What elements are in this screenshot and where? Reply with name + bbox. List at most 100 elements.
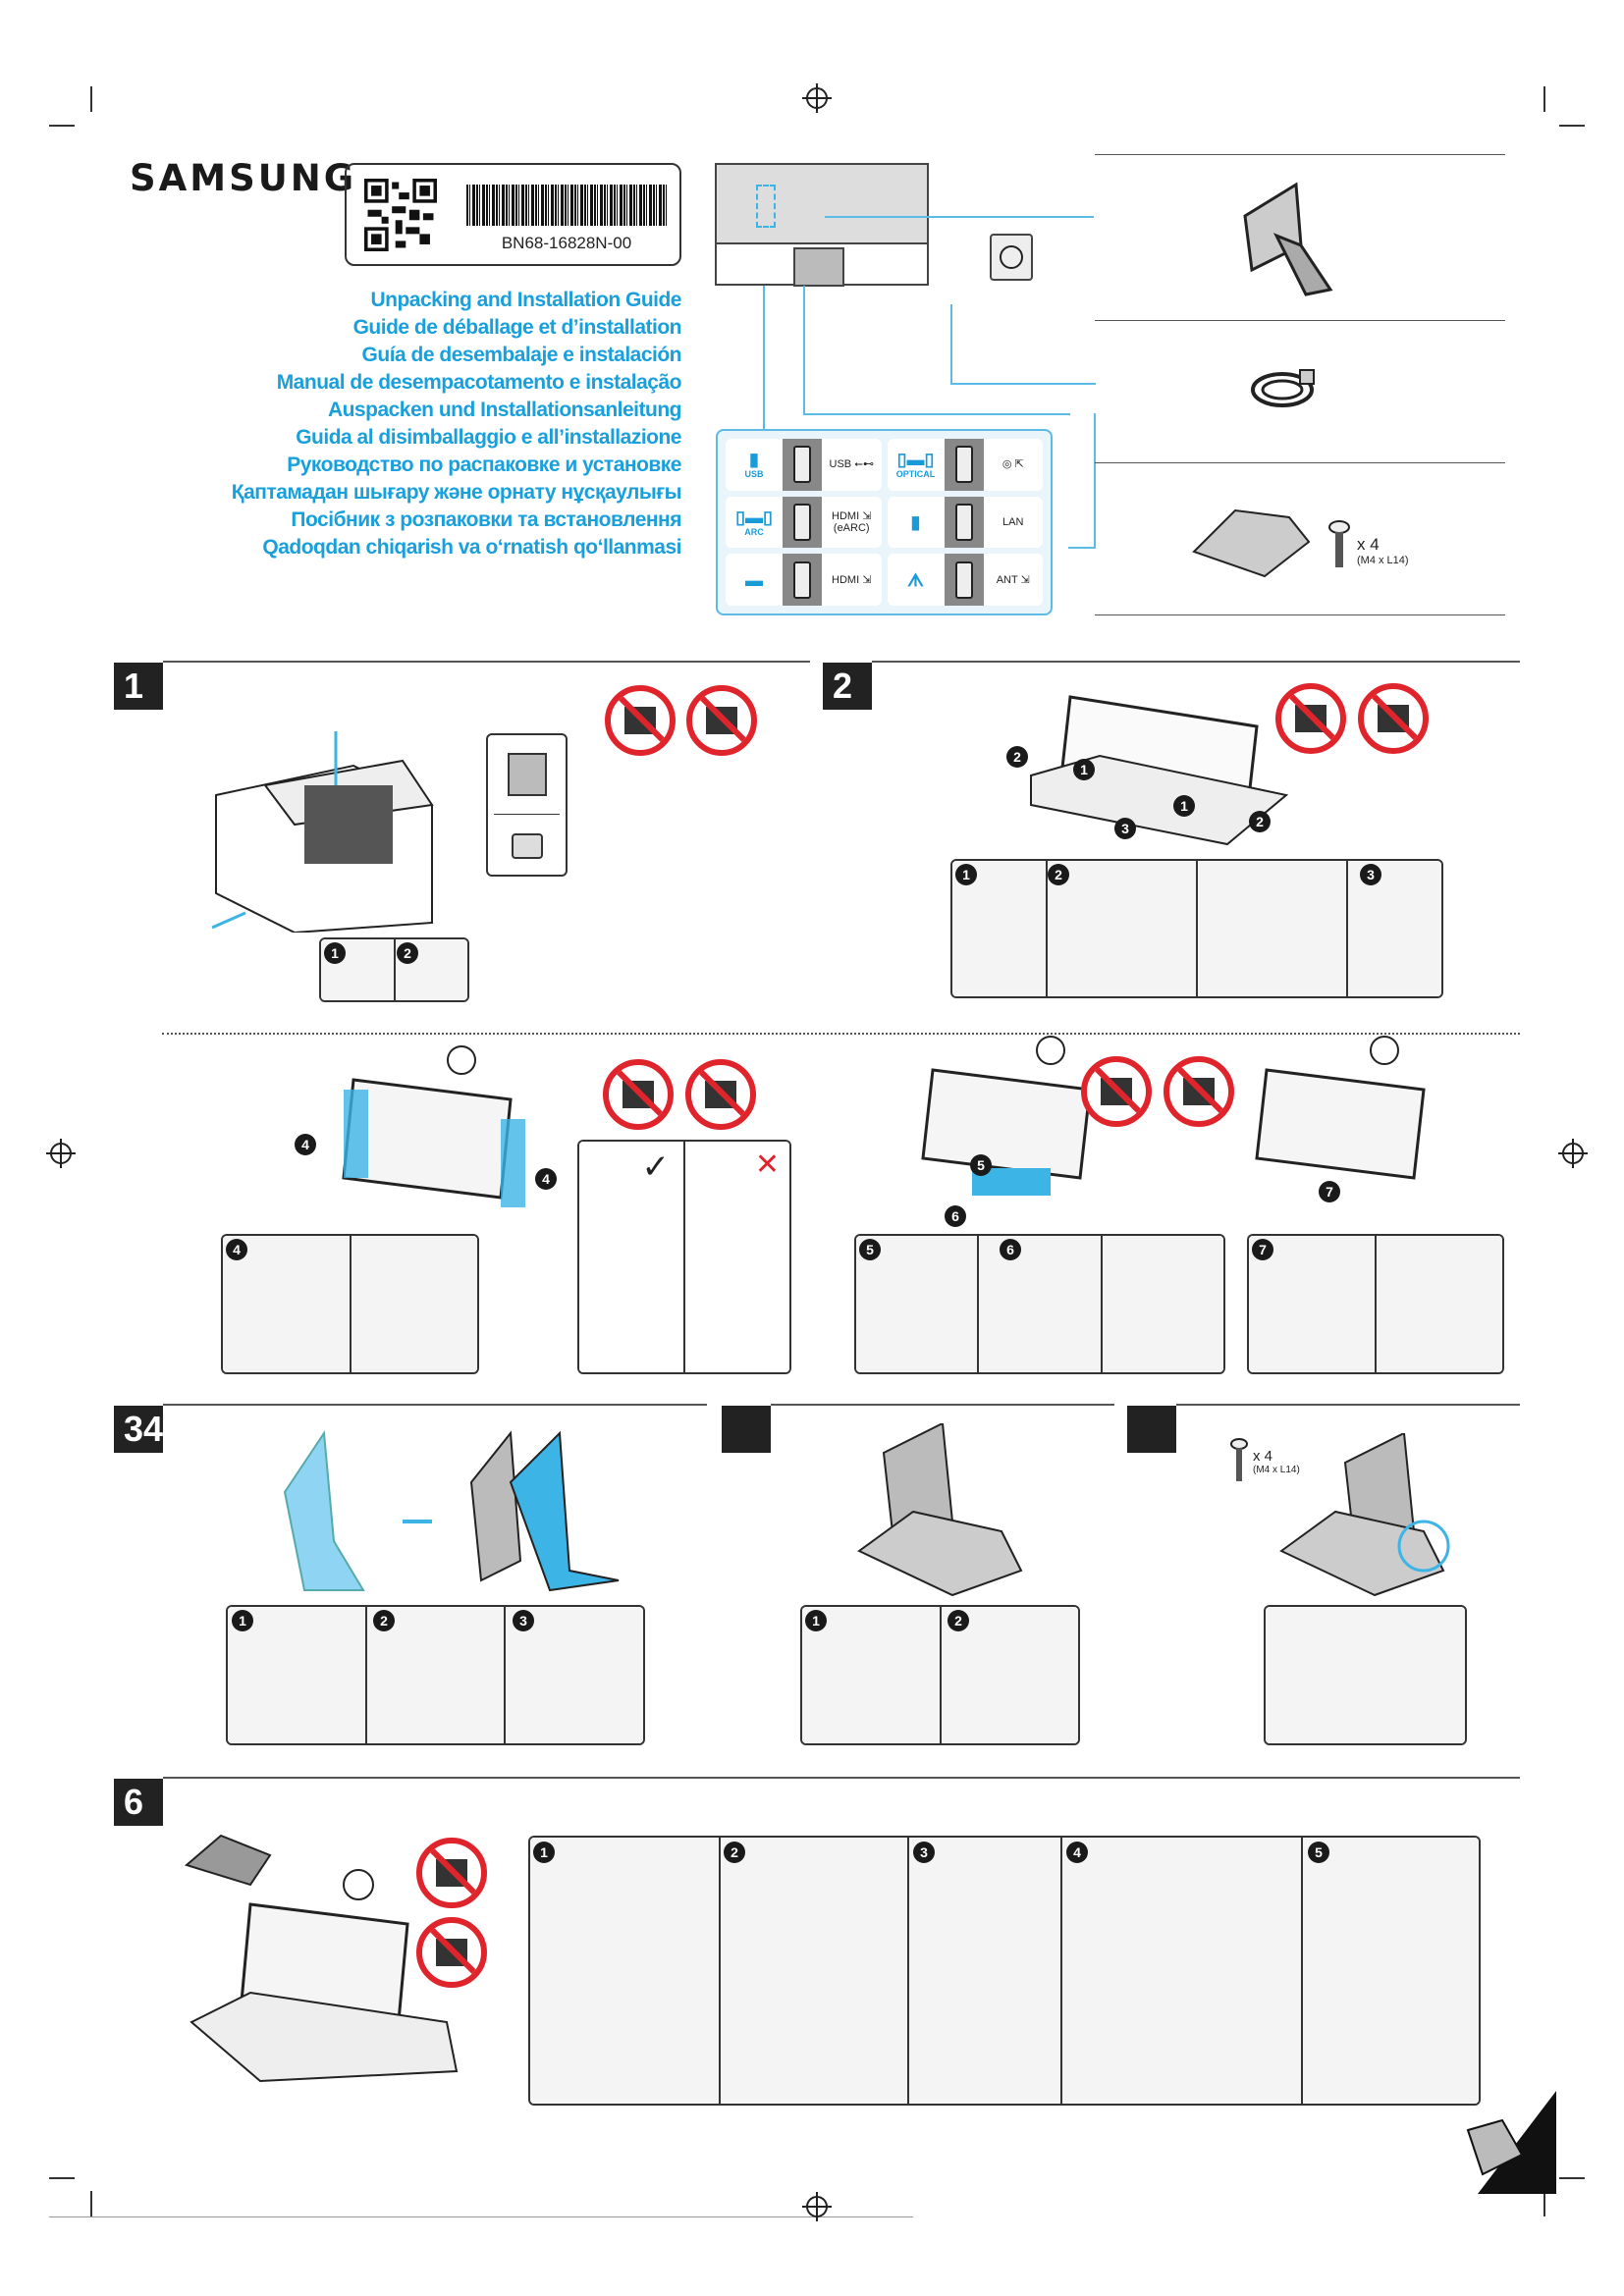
step-marker: 4 (295, 1134, 316, 1155)
connector-line (825, 216, 1094, 218)
port-icon-label: OPTICAL (895, 469, 936, 480)
divider (1095, 320, 1505, 321)
connector-line (950, 304, 1096, 385)
section-rule (163, 661, 810, 663)
step-marker: 1 (1173, 795, 1195, 817)
port-name: HDMI ⇲ (eARC) (832, 509, 872, 534)
no-lay-flat-icon (416, 1917, 487, 1988)
port-name: HDMI ⇲ (832, 573, 872, 586)
parts-inset (486, 733, 568, 877)
lan-plug-icon: ▮ (910, 511, 921, 532)
step-marker: 6 (945, 1205, 966, 1227)
power-outlet-icon (990, 234, 1033, 281)
no-cutter-icon (1358, 683, 1429, 754)
connector-line (763, 286, 765, 429)
port-name: LAN (1002, 515, 1024, 528)
check-panel: ✓ ✕ (577, 1140, 791, 1374)
title-fr: Guide de déballage et d’installation (352, 316, 682, 339)
screw-spec: (M4 x L14) (1253, 1465, 1300, 1475)
section-number (722, 1406, 771, 1453)
port-row: ▮ LAN (887, 496, 1043, 549)
section-number (1127, 1406, 1176, 1453)
title-it: Guida al disimballaggio e all’installazi… (296, 426, 681, 449)
step-marker: 3 (913, 1842, 935, 1863)
crop-mark (1543, 2191, 1545, 2216)
cross-icon: ✕ (754, 1148, 780, 1182)
screw-icon (1230, 1438, 1248, 1481)
no-pressure-icon (686, 685, 757, 756)
section-rule (1176, 1404, 1520, 1406)
screw-quantity: x 4 (1357, 535, 1380, 554)
screw-icon (1328, 520, 1350, 567)
step-marker: 1 (324, 942, 346, 964)
step-marker: 4 (535, 1168, 557, 1190)
step-marker: 1 (533, 1842, 555, 1863)
tv-rear-diagram (715, 163, 929, 287)
registration-mark-icon (802, 83, 832, 113)
section-number: 6 (114, 1779, 163, 1826)
crop-mark (49, 125, 75, 127)
stand-on-base-illustration (857, 1423, 1023, 1597)
port-row: ▯▬▯OPTICAL◎ ⇱ (887, 439, 1043, 491)
port-name: ◎ ⇱ (1001, 458, 1024, 471)
step-panel (1247, 1234, 1504, 1374)
section-rule (771, 1404, 1114, 1406)
step-panel (221, 1234, 479, 1374)
port-socket-icon (944, 439, 984, 491)
step-panel (1264, 1605, 1467, 1745)
step-marker: 3 (1114, 818, 1136, 839)
screw-quantity: x 4 (1253, 1448, 1273, 1465)
title-pt: Manual de desempacotamento e instalação (276, 371, 682, 394)
step-marker: 2 (1048, 864, 1069, 885)
step-marker: 3 (1360, 864, 1381, 885)
tv-in-box-illustration (1030, 695, 1289, 846)
title-kk: Қаптамадан шығару және орнату нұсқаулығы (231, 481, 682, 504)
step-marker: 7 (1319, 1181, 1340, 1202)
stand-neck-icon (1243, 182, 1333, 296)
step-marker: 5 (859, 1239, 881, 1260)
port-socket-icon (783, 496, 822, 549)
tv-lift-illustration (342, 1045, 525, 1207)
step-marker: 2 (1006, 746, 1028, 768)
no-cutter-icon (1164, 1056, 1234, 1127)
step-marker: 3 (513, 1610, 534, 1631)
divider (1095, 614, 1505, 615)
port-socket-icon (944, 496, 984, 549)
step-marker: 4 (1066, 1842, 1088, 1863)
crop-mark (1559, 125, 1585, 127)
divider (1095, 154, 1505, 155)
step-marker: 6 (1000, 1239, 1021, 1260)
registration-mark-icon (1558, 1139, 1588, 1168)
step-marker: 5 (970, 1154, 992, 1176)
qr-code-icon (364, 179, 437, 251)
power-cable-icon (1251, 369, 1315, 407)
registration-mark-icon (46, 1139, 76, 1168)
title-es: Guía de desembalaje e instalación (361, 344, 682, 366)
connector-line (1068, 413, 1096, 549)
dotted-divider (162, 1033, 1520, 1035)
page-turn-icon (1466, 2091, 1556, 2194)
step-marker: 2 (397, 942, 418, 964)
bracket-icon (512, 833, 543, 859)
crop-mark (1559, 2177, 1585, 2179)
port-icon-label: USB (744, 469, 764, 480)
antenna-icon: ᗑ (907, 569, 924, 590)
registration-mark-icon (802, 2192, 832, 2221)
step-marker: 5 (1308, 1842, 1329, 1863)
tv-lift-out-illustration (1255, 1036, 1426, 1180)
tv-stand-attach-illustration (184, 1834, 459, 2083)
crop-mark (90, 86, 92, 112)
step-marker: 2 (1249, 811, 1271, 832)
section-rule (163, 1404, 707, 1406)
title-ru: Руководство по распаковке и установке (287, 454, 681, 476)
stand-base-icon (1192, 508, 1311, 578)
tv-box-illustration (211, 731, 434, 933)
step-panel (800, 1605, 1080, 1745)
step-marker: 1 (1073, 759, 1095, 780)
tv-stand-remove-illustration (921, 1036, 1092, 1196)
part-number: BN68-16828N-00 (501, 234, 632, 252)
port-socket-icon (783, 554, 822, 606)
port-name: USB ⭠⊷ (829, 458, 874, 471)
